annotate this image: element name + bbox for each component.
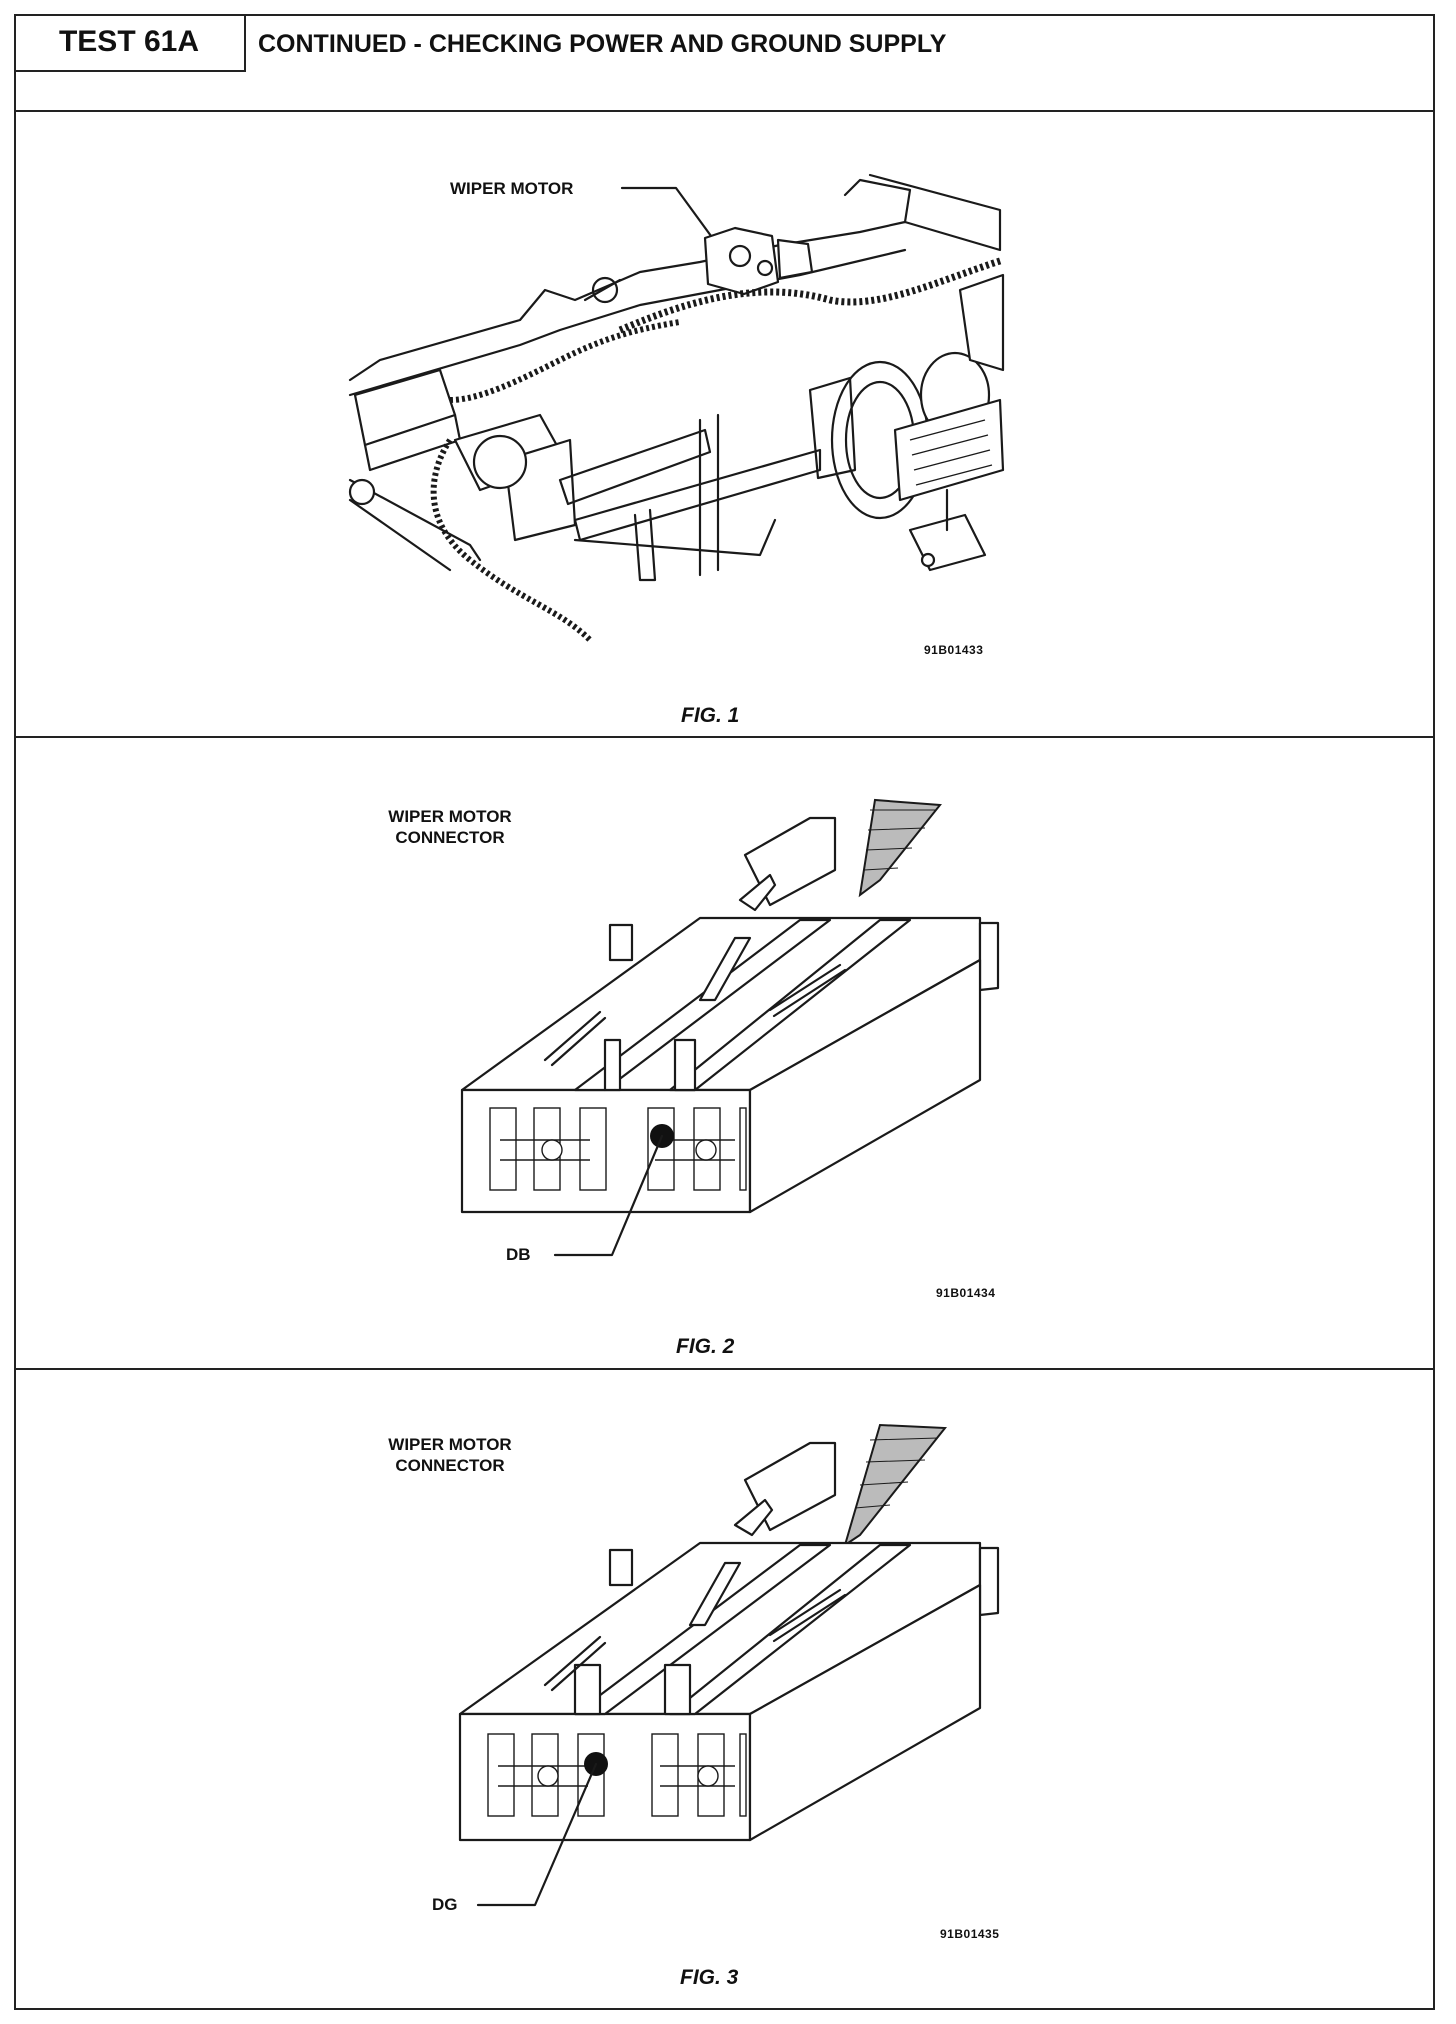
fig1-drawing xyxy=(348,173,1005,643)
test-number: TEST 61A xyxy=(14,14,246,72)
wiper-motor-callout: WIPER MOTOR xyxy=(450,179,574,198)
section-divider-1 xyxy=(14,736,1435,738)
connector-callout-1: WIPER MOTOR CONNECTOR xyxy=(388,807,512,847)
figure-code-2: 91B01434 xyxy=(936,1286,996,1300)
figure-caption-3: FIG. 3 xyxy=(680,1966,739,1989)
figure-code-1: 91B01433 xyxy=(924,643,984,657)
pin-label-dg: DG xyxy=(432,1895,458,1914)
page-title: CONTINUED - CHECKING POWER AND GROUND SU… xyxy=(258,30,947,58)
fig3-drawing xyxy=(458,1423,1000,1907)
header-divider xyxy=(14,110,1435,112)
pin-label-db: DB xyxy=(506,1245,531,1264)
connector-callout-2: WIPER MOTOR CONNECTOR xyxy=(388,1435,512,1475)
figure-code-3: 91B01435 xyxy=(940,1927,1000,1941)
page-frame xyxy=(14,14,1435,2010)
figure-caption-2: FIG. 2 xyxy=(676,1335,735,1358)
section-divider-2 xyxy=(14,1368,1435,1370)
fig2-drawing xyxy=(460,798,1000,1257)
figure-caption-1: FIG. 1 xyxy=(681,704,740,727)
